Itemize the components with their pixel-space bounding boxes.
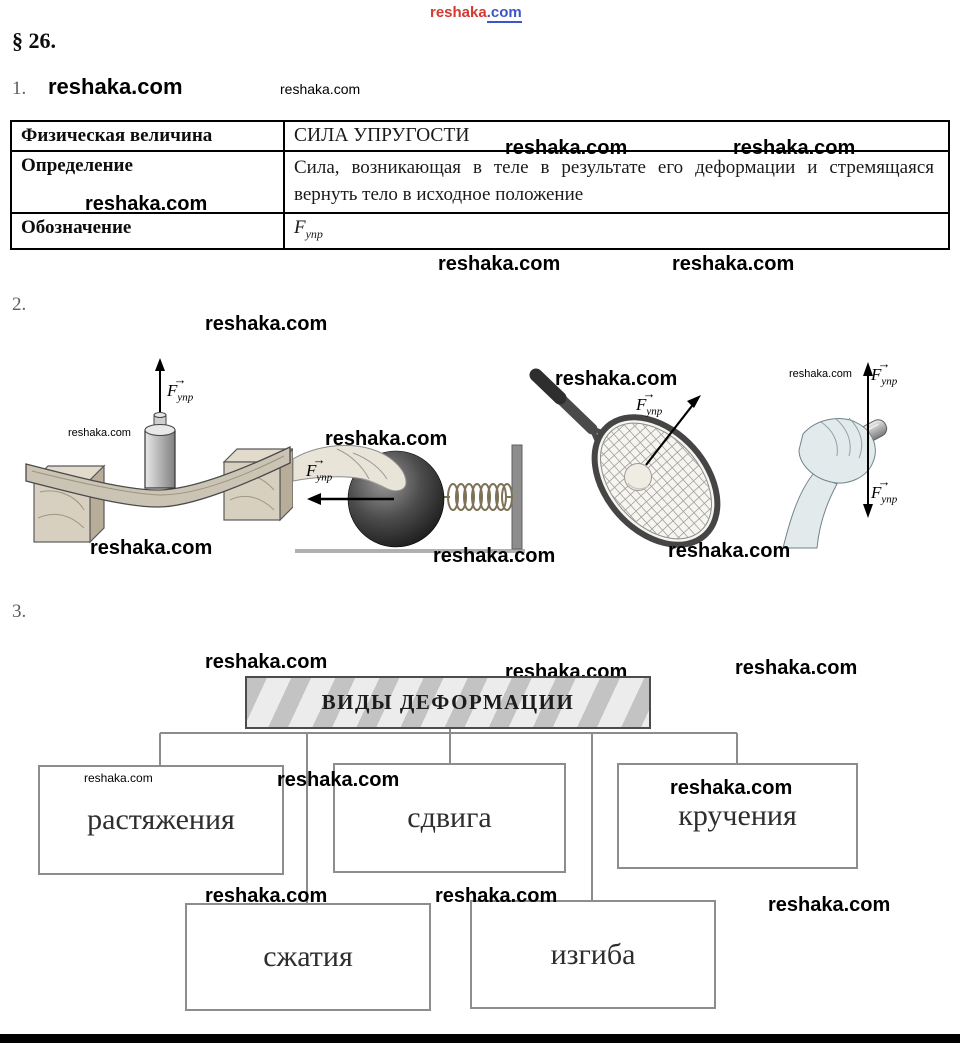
hand-squeezing-cylinder-illustration xyxy=(773,356,958,551)
item-number-1: 1. xyxy=(12,78,27,99)
row-label-definition: Определение xyxy=(10,150,285,214)
bent-beam xyxy=(25,445,291,508)
ball-spring-illustration-svg xyxy=(293,444,525,553)
item-number-3: 3. xyxy=(12,601,27,622)
tennis-racket-with-ball-illustration xyxy=(518,363,738,558)
flowchart-title-box: ВИДЫ ДЕФОРМАЦИИ xyxy=(245,676,651,729)
racket-head xyxy=(579,402,733,558)
site-logo-watermark: reshaka.com xyxy=(430,4,522,23)
force-arrow-up xyxy=(155,358,165,412)
watermark: reshaka.com xyxy=(735,657,858,679)
table-row: Обозначение Fупр xyxy=(10,212,950,250)
watermark: reshaka.com xyxy=(433,545,556,567)
watermark: reshaka.com xyxy=(435,885,558,907)
site-logo-part1: reshaka xyxy=(430,4,487,21)
squeeze-illustration-svg xyxy=(782,362,888,549)
watermark: reshaka.com xyxy=(789,368,852,380)
tennis-ball xyxy=(624,463,652,491)
force-symbol: Fупр xyxy=(294,217,323,241)
watermark: reshaka.com xyxy=(90,537,213,559)
force-label-squeeze-top: → Fупр xyxy=(871,356,898,388)
site-logo-part2: .com xyxy=(486,4,522,23)
racket-illustration-svg xyxy=(529,368,733,558)
flowchart-box-stretching: растяжения xyxy=(38,765,284,875)
watermark: reshaka.com xyxy=(505,137,628,159)
force-label-beam: → Fупр xyxy=(167,372,194,404)
watermark: reshaka.com xyxy=(280,81,361,97)
watermark: reshaka.com xyxy=(668,540,791,562)
watermark: reshaka.com xyxy=(205,651,328,673)
flowchart-box-shear: сдвига xyxy=(333,763,566,873)
bottom-black-bar xyxy=(0,1034,960,1043)
watermark: reshaka.com xyxy=(670,777,793,799)
flowchart-box-torsion: кручения xyxy=(617,763,858,869)
row-label-physical-quantity: Физическая величина xyxy=(10,120,285,152)
row-value-definition: Сила, возникающая в теле в результате ег… xyxy=(283,150,950,214)
item-number-2: 2. xyxy=(12,294,27,315)
row-value-force-name: СИЛА УПРУГОСТИ xyxy=(283,120,950,152)
watermark: reshaka.com xyxy=(325,428,448,450)
squeezing-hand xyxy=(782,417,876,549)
watermark: reshaka.com xyxy=(733,137,856,159)
flowchart-box-compression: сжатия xyxy=(185,903,431,1011)
force-label-squeeze-bottom: → Fупр xyxy=(871,474,898,506)
watermark: reshaka.com xyxy=(68,427,131,439)
ground-line xyxy=(295,549,525,553)
force-arrow-diagonal xyxy=(645,395,701,466)
force-arrow-left xyxy=(307,493,394,505)
pressing-hand xyxy=(293,444,407,492)
coil-spring xyxy=(442,483,513,511)
definition-table: Физическая величина СИЛА УПРУГОСТИ Опред… xyxy=(10,120,950,250)
table-row: Определение Сила, возникающая в теле в р… xyxy=(10,150,950,214)
watermark: reshaka.com xyxy=(85,193,208,215)
watermark: reshaka.com xyxy=(438,253,561,275)
watermark: reshaka.com xyxy=(48,74,183,99)
section-heading: § 26. xyxy=(12,28,56,53)
force-label-ball: → Fупр xyxy=(306,452,333,484)
beam-illustration-svg xyxy=(25,358,293,544)
watermark: reshaka.com xyxy=(555,368,678,390)
table-row: Физическая величина СИЛА УПРУГОСТИ xyxy=(10,120,950,152)
force-label-racket: → Fупр xyxy=(636,386,663,418)
watermark: reshaka.com xyxy=(277,769,400,791)
weight-on-bent-beam-illustration xyxy=(18,352,293,552)
row-label-notation: Обозначение xyxy=(10,212,285,250)
watermark: reshaka.com xyxy=(205,313,328,335)
flowchart-box-bending: изгиба xyxy=(470,900,716,1009)
watermark: reshaka.com xyxy=(205,885,328,907)
weight-cylinder xyxy=(144,412,176,489)
force-arrows-up-down xyxy=(863,362,873,518)
hand-pressing-ball-on-spring-illustration xyxy=(293,423,533,563)
watermark: reshaka.com xyxy=(672,253,795,275)
watermark: reshaka.com xyxy=(84,771,153,785)
row-value-notation: Fупр xyxy=(283,212,950,250)
watermark: reshaka.com xyxy=(768,894,891,916)
